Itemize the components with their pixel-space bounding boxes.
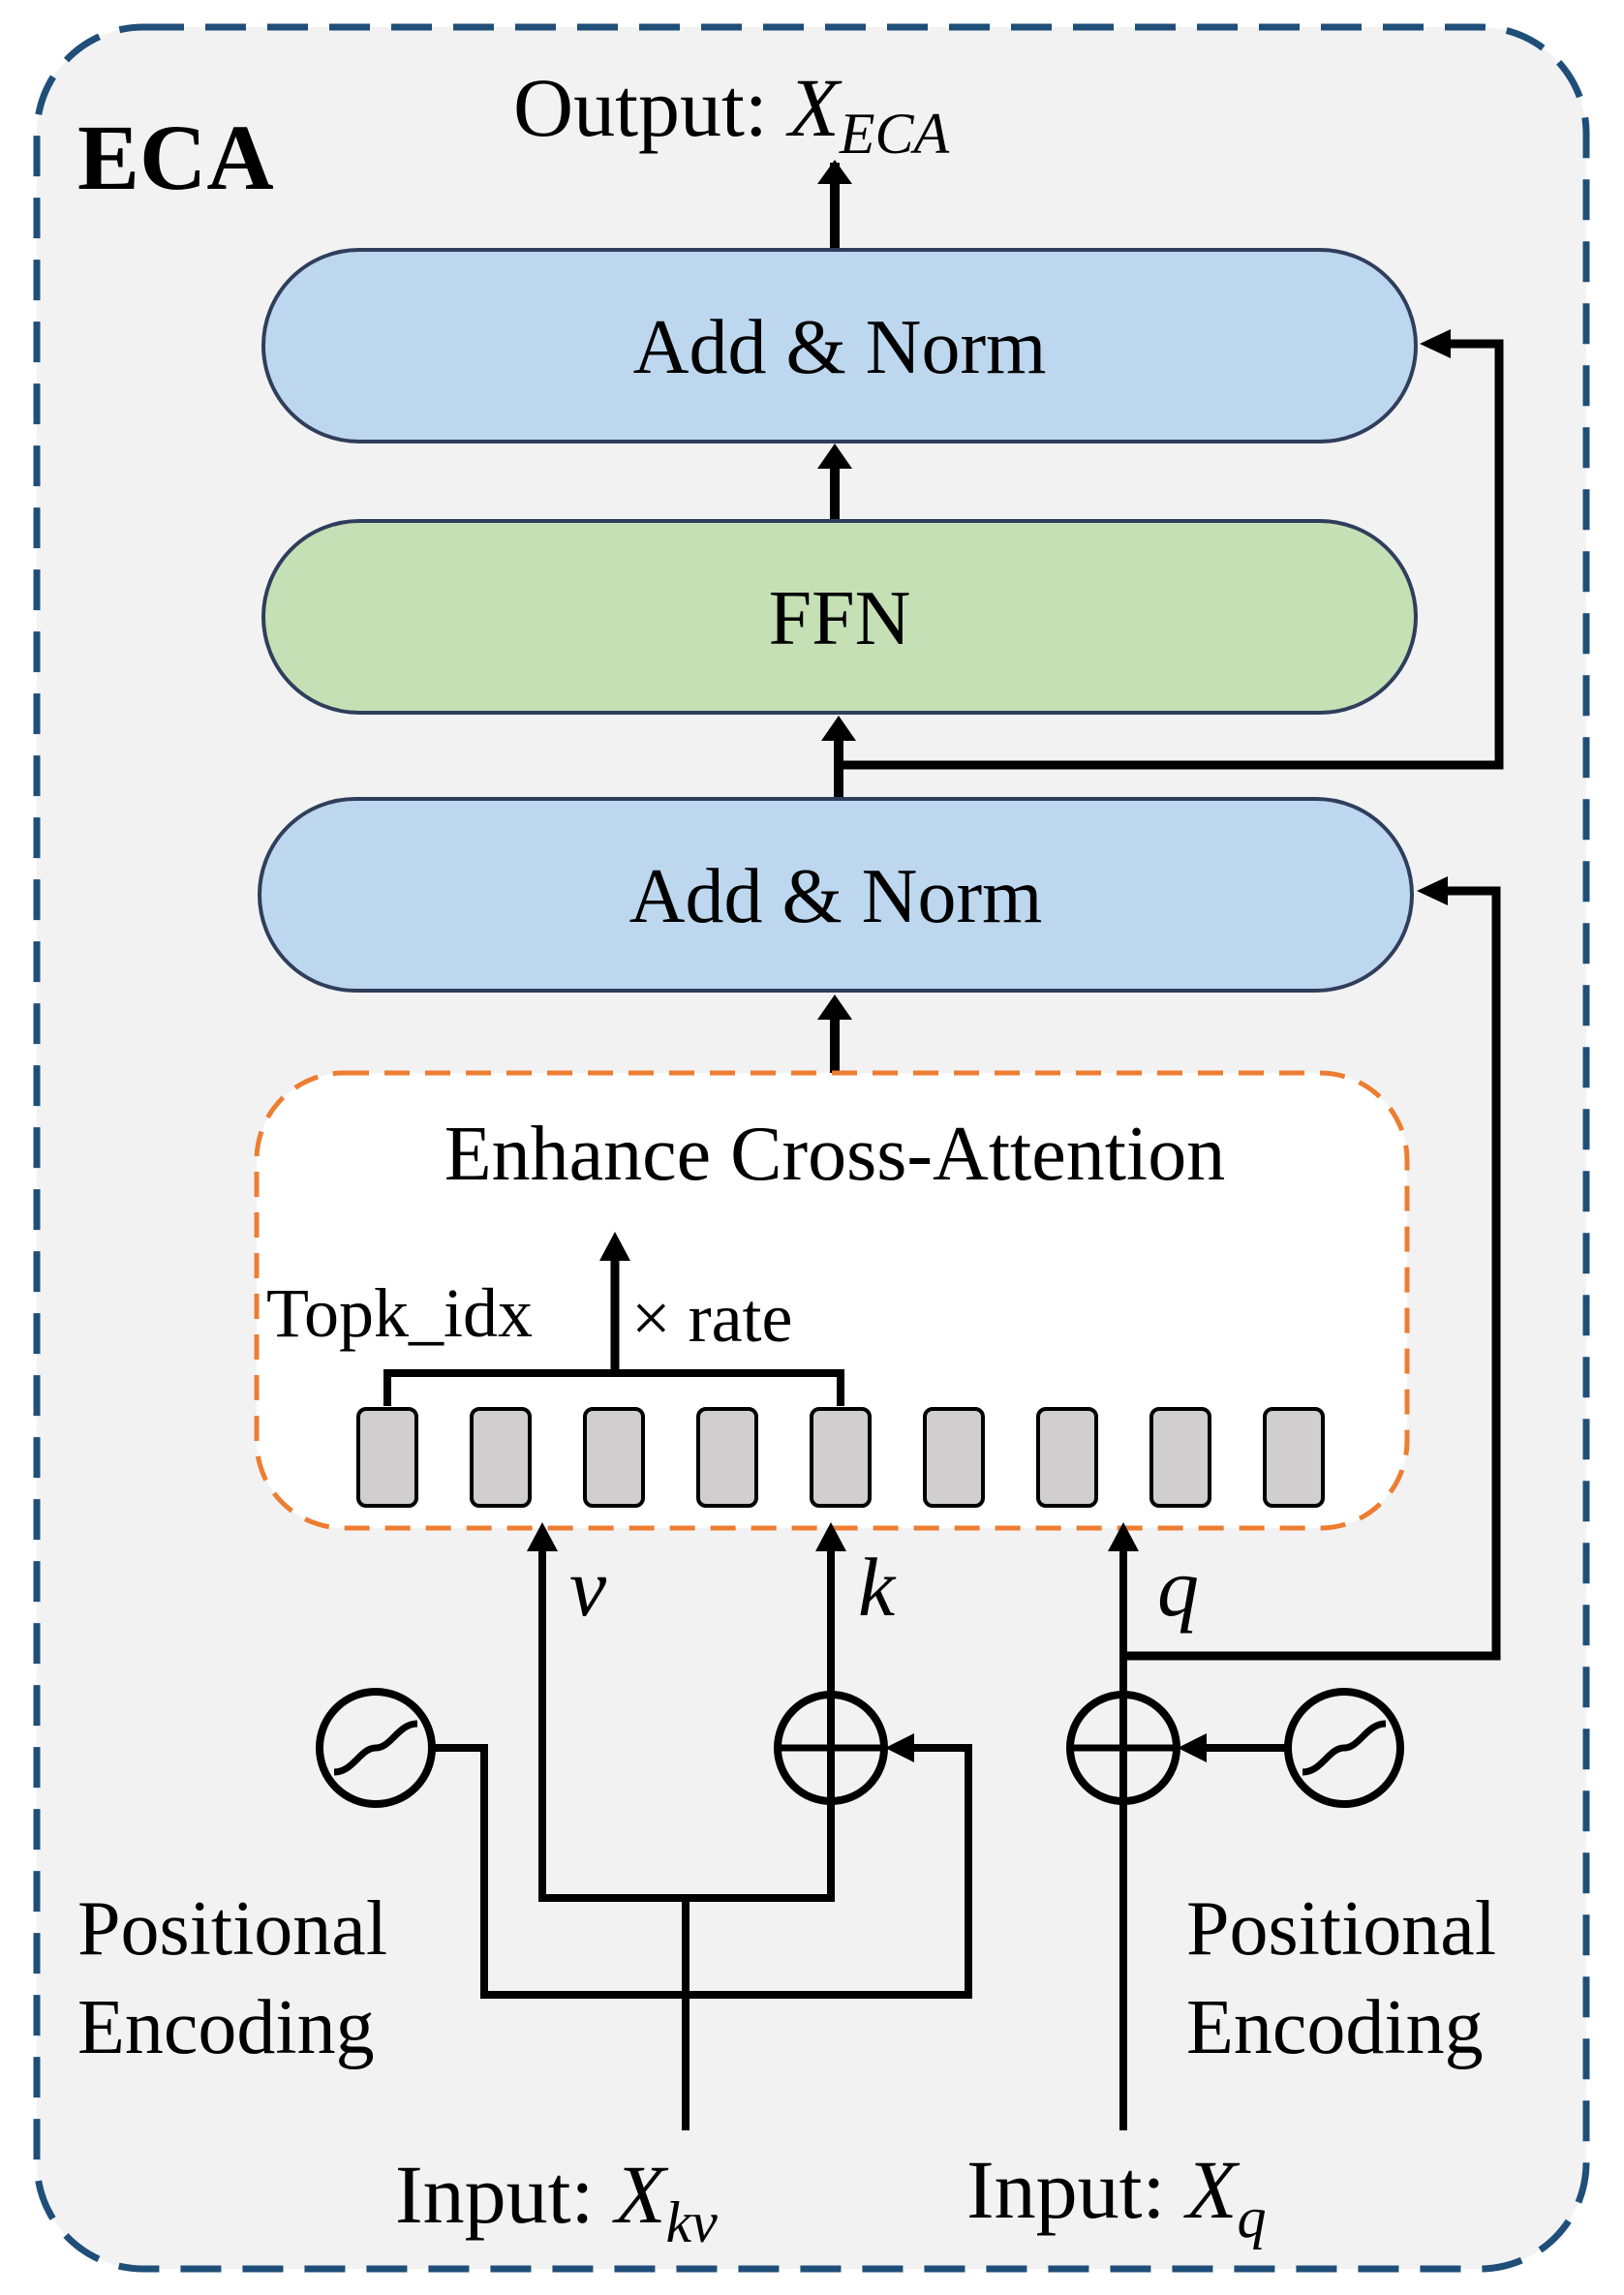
token-cell <box>696 1407 758 1508</box>
k-add-icon <box>774 1691 888 1805</box>
k-label: k <box>858 1541 897 1634</box>
token-cell <box>470 1407 532 1508</box>
token-cell <box>356 1407 418 1508</box>
input-q-label: Input: Xq <box>966 2143 1266 2249</box>
token-cell <box>1036 1407 1098 1508</box>
attention-label: Enhance Cross-Attention <box>444 1112 1225 1197</box>
token-cell <box>923 1407 985 1508</box>
topk-bracket <box>383 1369 844 1406</box>
add-norm-top-label: Add & Norm <box>633 305 1047 390</box>
topk-label: Topk_idx <box>266 1274 533 1352</box>
positional-encoding-left-label-2: Encoding <box>77 1985 375 2070</box>
q-add-icon <box>1066 1691 1180 1805</box>
add-norm-bottom-label: Add & Norm <box>629 854 1043 939</box>
ffn-label: FFN <box>769 576 911 661</box>
token-cell <box>1263 1407 1325 1508</box>
k-branch-line <box>686 1545 835 1902</box>
token-cell <box>1149 1407 1211 1508</box>
ffn-block <box>261 519 1418 715</box>
enhance-cross-attention-block <box>254 1070 1410 1531</box>
positional-encoding-left-label: Positional <box>77 1886 387 1972</box>
positional-encoding-right-label: Positional <box>1186 1886 1496 1972</box>
residual-connection-bottom <box>1123 886 1501 1661</box>
rate-label: × rate <box>631 1279 793 1357</box>
positional-encoding-right-label-2: Encoding <box>1186 1985 1484 2070</box>
add-norm-bottom-block <box>258 797 1414 993</box>
output-label: Output: XECA <box>513 61 950 166</box>
token-cell <box>583 1407 645 1508</box>
token-cell <box>810 1407 872 1508</box>
positional-encoding-left-line <box>432 1744 972 1999</box>
residual-connection-top <box>839 339 1504 770</box>
q-label: q <box>1157 1541 1199 1634</box>
input-kv-label: Input: Xkv <box>395 2148 718 2254</box>
token-cells <box>356 1407 1325 1508</box>
add-norm-top-block <box>261 248 1418 444</box>
module-title: ECA <box>77 106 274 209</box>
v-label: v <box>569 1541 607 1634</box>
